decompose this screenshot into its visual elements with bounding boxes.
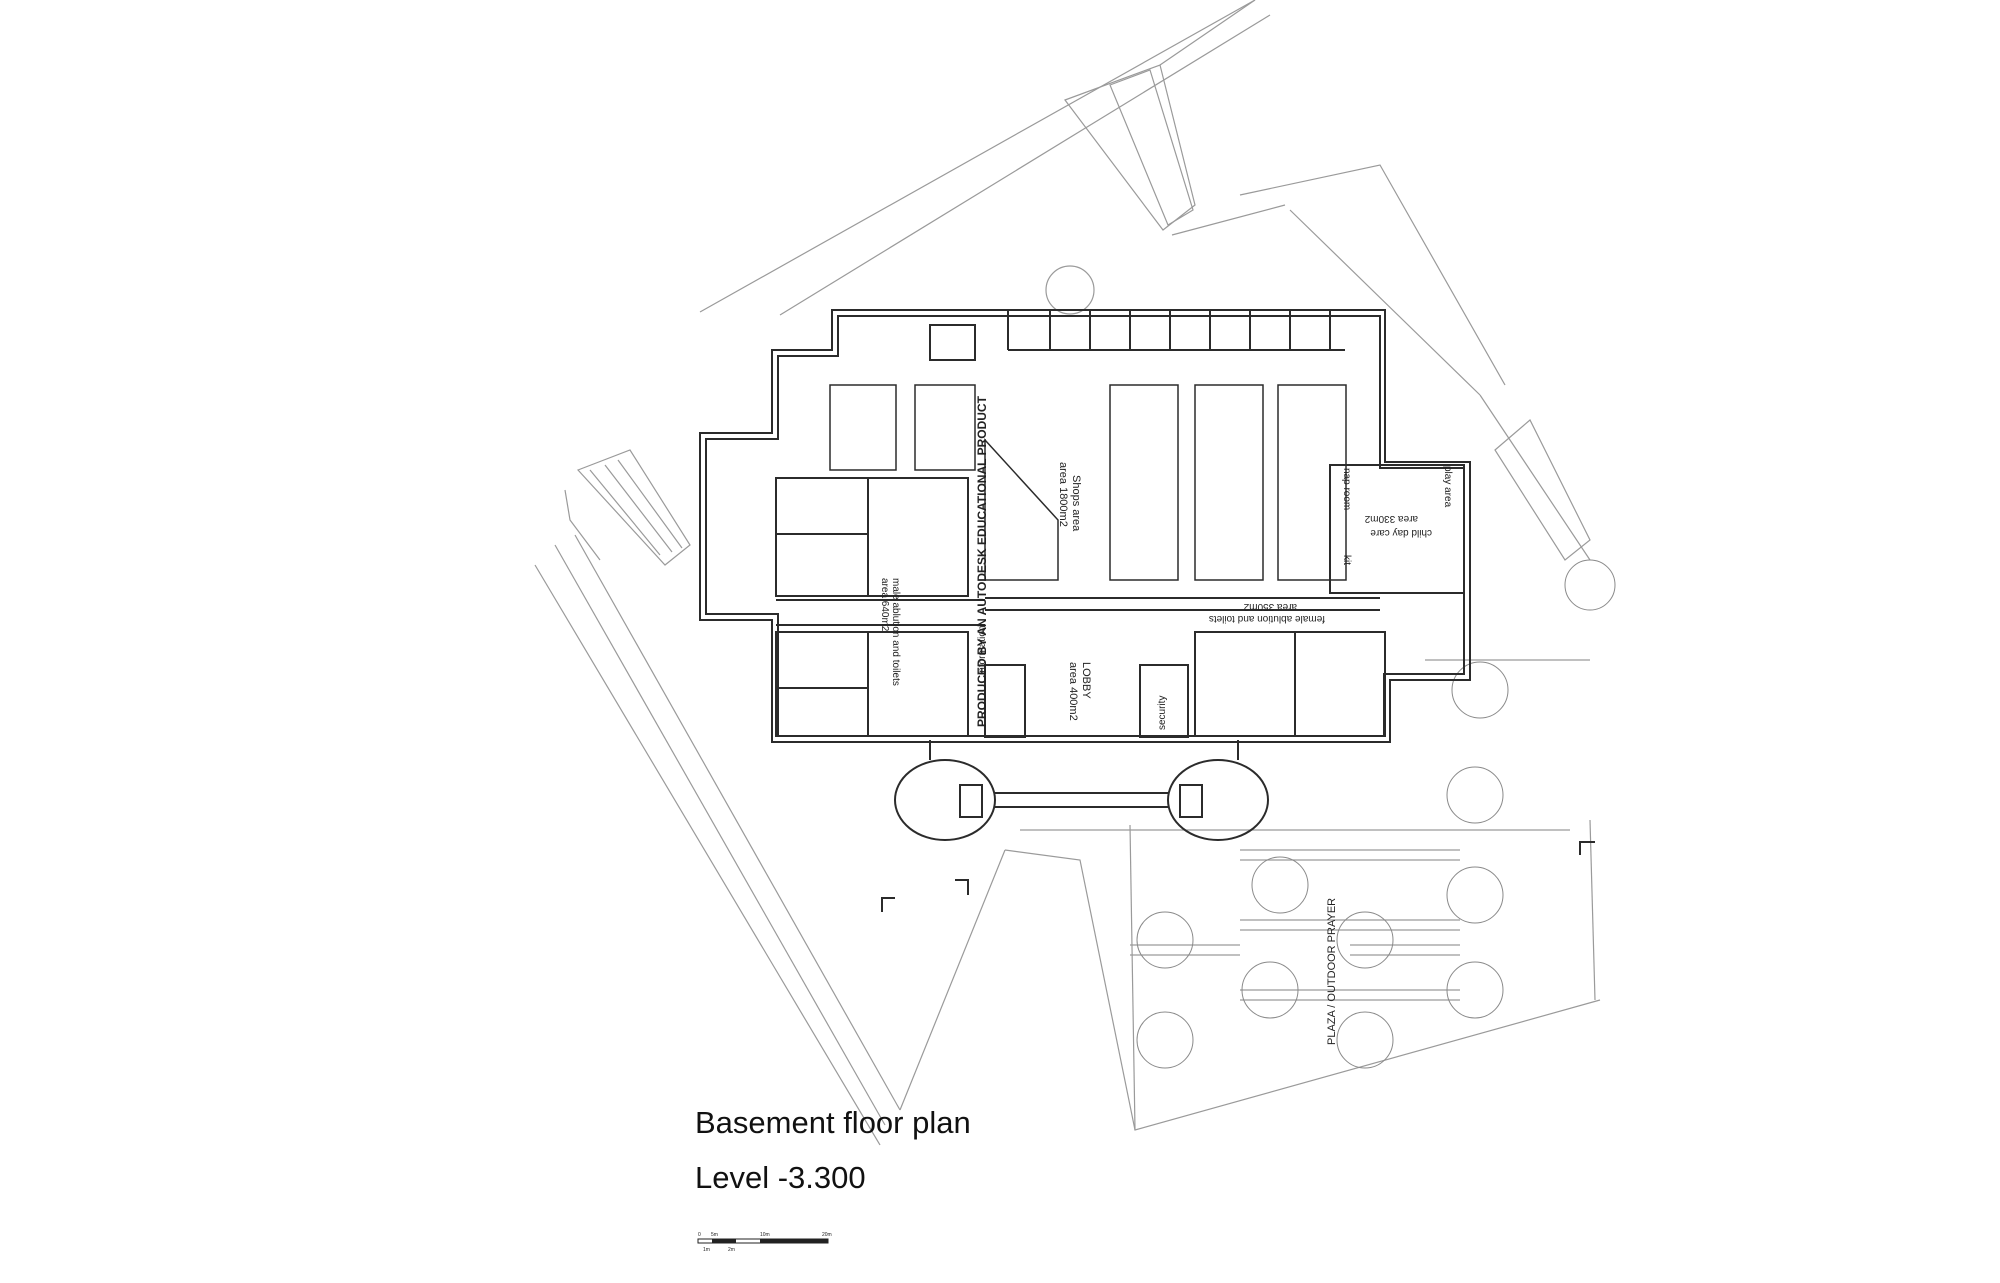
plaza-label: PLAZA / OUTDOOR PRAYER: [1326, 898, 1338, 1045]
scale-bar: 0 5m 10m 20m 1m 2m: [697, 1232, 832, 1253]
nap-room-label: nap room: [1341, 468, 1352, 510]
scale-label-20m: 20m: [822, 1232, 832, 1238]
level-label: Level -3.300: [695, 1160, 866, 1195]
male-area-label: area 640m2: [879, 578, 890, 632]
kit-label: kit: [1341, 555, 1352, 565]
scale-label-1m: 1m: [703, 1247, 710, 1253]
shops-area-label: area 1800m2: [1057, 462, 1069, 527]
educational-watermark: PRODUCED BY AN AUTODESK EDUCATIONAL PROD…: [975, 395, 989, 727]
building-outline: [699, 309, 1471, 841]
child-day-care-area-label: area 330m2: [1364, 513, 1418, 524]
female-label: female ablution and toilets: [1209, 613, 1325, 624]
scale-label-2m: 2m: [728, 1247, 735, 1253]
security-label: security: [1157, 696, 1168, 730]
site-context: [534, 0, 1601, 1146]
female-area-label: area 350m2: [1243, 601, 1297, 612]
shops-label: Shops area: [1070, 475, 1082, 532]
drawing-title: Basement floor plan: [695, 1105, 971, 1140]
play-area-label: play area: [1442, 466, 1453, 508]
scale-label-10m: 10m: [760, 1232, 770, 1238]
scale-label-5m: 5m: [711, 1232, 718, 1238]
lobby-area-label: area 400m2: [1067, 662, 1079, 721]
information-label: information: [977, 626, 988, 675]
child-day-care-label: child day care: [1370, 527, 1432, 538]
lobby-label: LOBBY: [1080, 662, 1092, 699]
male-label: male ablution and toilets: [890, 578, 901, 686]
scale-label-0: 0: [698, 1232, 701, 1238]
trees: [1136, 559, 1616, 1069]
section-markers: [881, 841, 1595, 912]
